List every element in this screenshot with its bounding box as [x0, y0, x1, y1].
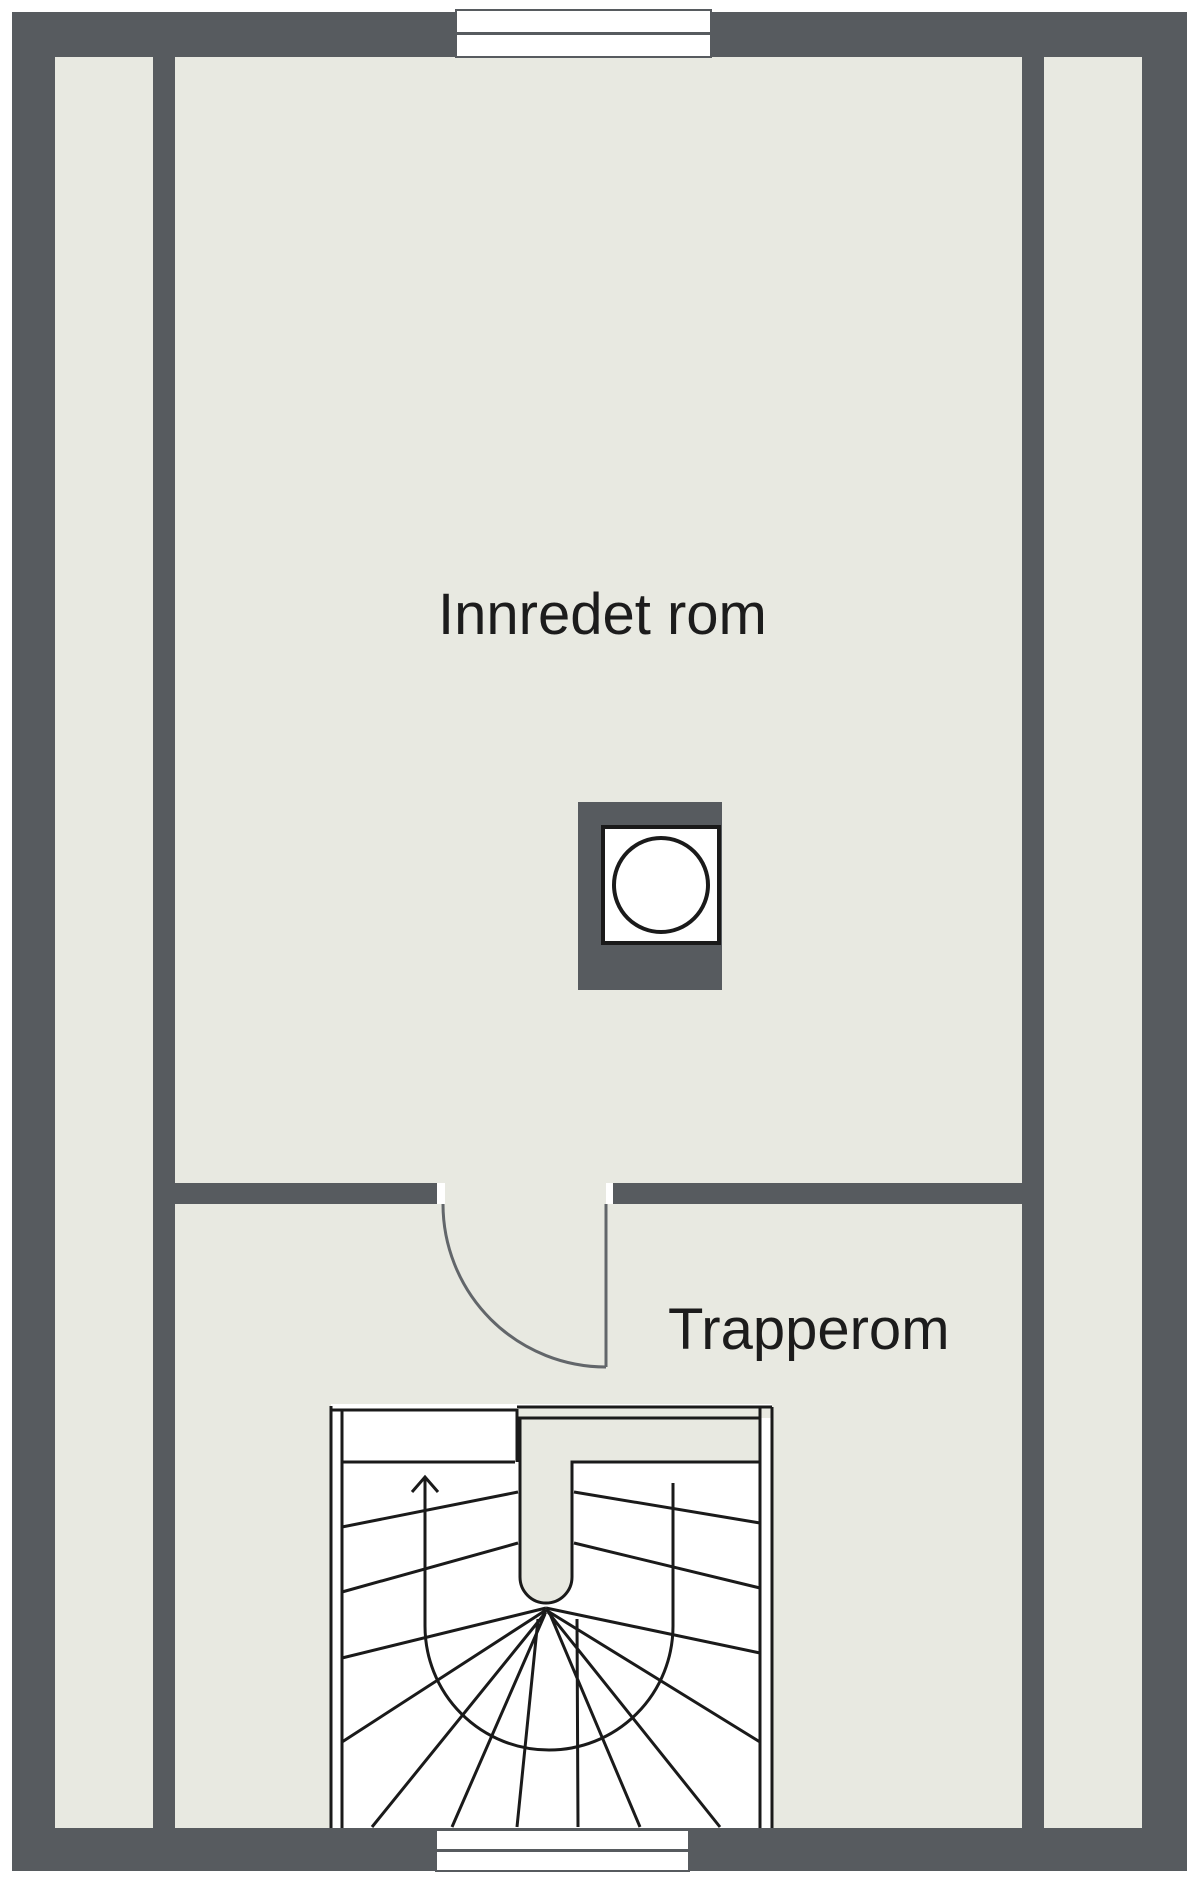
door-jamb-left — [437, 1183, 445, 1204]
interior-wall-left — [153, 57, 175, 1828]
window-top — [455, 9, 712, 58]
room-label-trapperom: Trapperom — [668, 1297, 950, 1362]
window-bottom — [435, 1829, 690, 1872]
interior-wall-right — [1022, 57, 1044, 1828]
window-mullion — [437, 1849, 688, 1852]
door-jamb-right — [606, 1183, 613, 1204]
window-pane — [437, 1852, 688, 1870]
interior-wall-horizontal-left — [175, 1183, 437, 1204]
interior-wall-horizontal-right — [613, 1183, 1022, 1204]
window-pane — [437, 1831, 688, 1849]
window-pane — [457, 35, 710, 56]
room-label-innredet-rom: Innredet rom — [438, 582, 767, 647]
window-pane — [457, 11, 710, 32]
window-mullion — [457, 32, 710, 35]
floor-area — [55, 57, 1142, 1828]
